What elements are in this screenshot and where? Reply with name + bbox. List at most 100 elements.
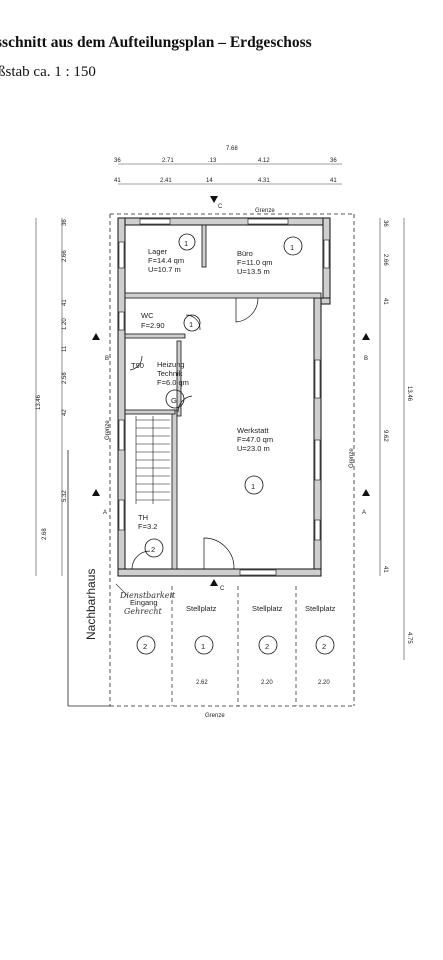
dim-left-9: 5.32: [62, 490, 68, 502]
svg-text:Dienstbarkeit: Dienstbarkeit: [119, 591, 176, 600]
svg-text:Stellplatz: Stellplatz: [252, 604, 283, 613]
dim-right-5: 9.62: [382, 430, 388, 442]
svg-text:2: 2: [143, 642, 147, 651]
dim-right-7: 4.75: [406, 632, 412, 644]
dim-left-6: 2.58: [62, 372, 68, 384]
svg-text:1: 1: [251, 482, 255, 491]
section-marker-c-bottom: C: [210, 579, 225, 592]
svg-text:G: G: [171, 396, 177, 405]
parking-space-2: Stellplatz 2 2.20: [252, 604, 283, 686]
svg-text:F=14.4 qm: F=14.4 qm: [148, 256, 184, 265]
svg-text:1: 1: [201, 642, 205, 651]
svg-text:T90: T90: [131, 361, 144, 370]
dim-left-8: 42: [62, 409, 68, 416]
parking-dividers: [171, 586, 297, 706]
dim-top-4: 4.12: [258, 158, 270, 164]
dim-top-5: 36: [330, 158, 337, 164]
parking-space-1: Stellplatz 1 2.62: [186, 604, 217, 686]
boundary-label-right: Grenze: [349, 448, 355, 468]
svg-text:F=6.0 qm: F=6.0 qm: [157, 378, 189, 387]
dim-top-9: 4.31: [258, 178, 270, 184]
svg-text:2.62: 2.62: [196, 680, 208, 686]
svg-text:B: B: [364, 356, 368, 362]
room-werkstatt: Werkstatt F=47.0 qm U=23.0 m 1: [237, 426, 273, 495]
svg-text:Büro: Büro: [237, 249, 253, 258]
svg-text:1: 1: [189, 320, 193, 329]
room-wc: WC F=2.90 1: [141, 311, 201, 332]
section-marker-a-left: A: [92, 489, 107, 516]
neighbor-house: Nachbarhaus: [67, 450, 110, 707]
svg-text:U=23.0 m: U=23.0 m: [237, 444, 270, 453]
svg-text:Gehrecht: Gehrecht: [124, 607, 162, 616]
svg-text:1: 1: [184, 239, 188, 248]
svg-text:Werkstatt: Werkstatt: [237, 426, 269, 435]
svg-text:F=3.2: F=3.2: [138, 522, 157, 531]
svg-text:WC: WC: [141, 311, 154, 320]
left-dimensions: [35, 218, 63, 576]
top-dimensions: [118, 163, 342, 185]
doors: [129, 297, 259, 570]
page-title: sschnitt aus dem Aufteilungsplan – Erdge…: [0, 34, 312, 51]
dim-right-1: 36: [382, 220, 388, 227]
svg-text:U=10.7 m: U=10.7 m: [148, 265, 181, 274]
room-buero: Büro F=11.0 qm U=13.5 m 1: [237, 236, 303, 276]
dim-left-1: 36: [62, 219, 68, 226]
svg-text:U=13.5 m: U=13.5 m: [237, 267, 270, 276]
section-marker-a-right: A: [362, 489, 370, 516]
room-lager: Lager F=14.4 qm U=10.7 m 1: [148, 233, 196, 274]
dim-top-1: 36: [114, 158, 121, 164]
svg-text:2: 2: [322, 642, 326, 651]
dim-right-3: 41: [382, 298, 388, 305]
parking-space-3: Stellplatz 2 2.20: [305, 604, 336, 686]
section-marker-b-left: B: [92, 333, 109, 362]
dim-right-4: 13.46: [406, 386, 412, 402]
right-dimensions: [379, 218, 405, 660]
dim-left-5: 11: [62, 345, 68, 352]
svg-text:C: C: [218, 204, 223, 210]
dim-top-3: .13: [208, 158, 217, 164]
dim-overall: 7.68: [226, 146, 238, 152]
boundary-label-top: Grenze: [255, 208, 275, 214]
dim-left-2: 2.66: [62, 250, 68, 262]
boundary-label-left: Grenze: [105, 420, 111, 440]
svg-text:Stellplatz: Stellplatz: [186, 604, 217, 613]
dim-top-2: 2.71: [162, 158, 174, 164]
section-marker-b-right: B: [362, 333, 370, 362]
dim-top-7: 2.41: [160, 178, 172, 184]
dim-right-6: 41: [382, 566, 388, 573]
svg-text:Heizung: Heizung: [157, 360, 185, 369]
svg-text:F=11.0 qm: F=11.0 qm: [237, 258, 273, 267]
svg-text:2.20: 2.20: [318, 680, 330, 686]
section-marker-c-top: C: [210, 196, 223, 210]
dim-left-4: 1.20: [62, 318, 68, 330]
svg-text:Lager: Lager: [148, 247, 168, 256]
svg-text:2: 2: [265, 642, 269, 651]
room-th: TH F=3.2 2: [138, 513, 164, 558]
svg-text:B: B: [105, 356, 109, 362]
entrance-area: Dienstbarkeit Eingang Gehrecht 2: [115, 583, 176, 655]
svg-text:Eingang: Eingang: [130, 598, 158, 607]
svg-text:A: A: [103, 510, 107, 516]
boundary-label-bottom: Grenze: [205, 713, 225, 719]
svg-text:Stellplatz: Stellplatz: [305, 604, 336, 613]
svg-text:C: C: [220, 586, 225, 592]
svg-text:Nachbarhaus: Nachbarhaus: [84, 569, 98, 640]
dim-top-6: 41: [114, 178, 121, 184]
scale-label: ßstab ca. 1 : 150: [0, 64, 96, 80]
svg-text:1: 1: [290, 243, 294, 252]
svg-text:TH: TH: [138, 513, 148, 522]
svg-text:2.20: 2.20: [261, 680, 273, 686]
dim-left-3: 41: [62, 299, 68, 306]
svg-text:F=2.90: F=2.90: [141, 321, 165, 330]
svg-text:F=47.0 qm: F=47.0 qm: [237, 435, 273, 444]
room-heizung: T90 Heizung Technik F=6.0 qm G: [131, 360, 189, 409]
windows: [118, 218, 330, 576]
property-boundary: [109, 213, 355, 707]
svg-text:2: 2: [151, 545, 155, 554]
svg-text:Technik: Technik: [157, 369, 183, 378]
dim-top-8: 14: [206, 178, 213, 184]
interior-walls: [124, 224, 322, 570]
dim-left-10: 2.68: [42, 528, 48, 540]
staircase: [135, 416, 170, 504]
